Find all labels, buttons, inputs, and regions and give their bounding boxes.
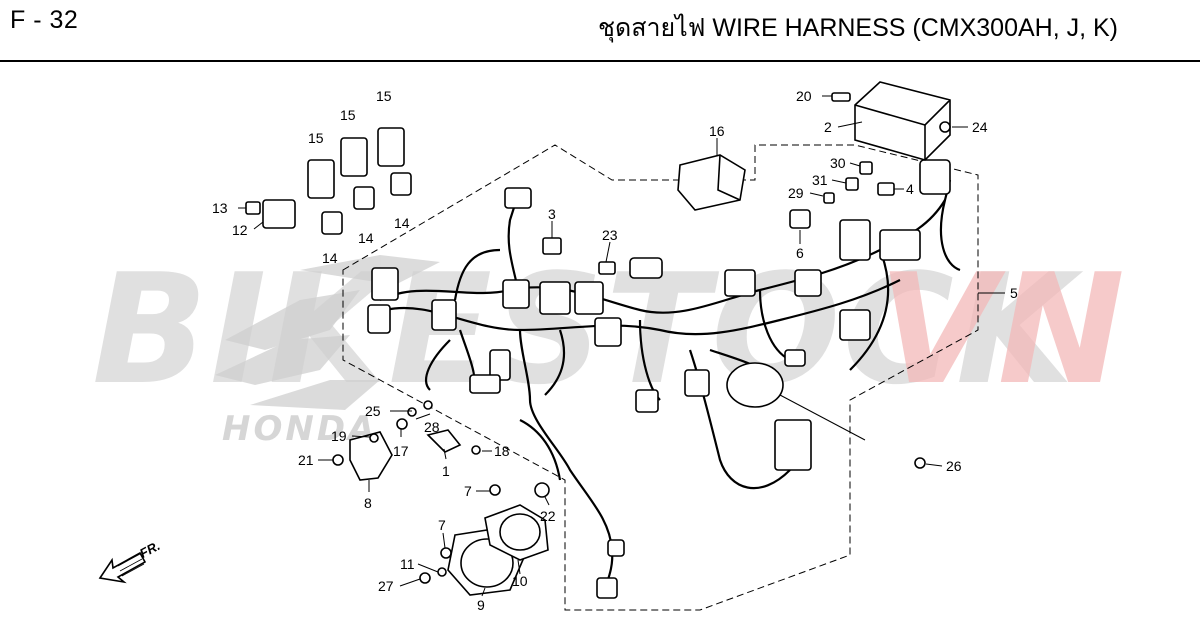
watermark-text-red: VN: [878, 241, 1127, 418]
callout-7-a: 7: [464, 483, 472, 499]
callout-1: 1: [442, 463, 450, 479]
page-code: F - 32: [10, 6, 79, 34]
callout-14-a: 14: [394, 215, 410, 231]
callout-15-a: 15: [376, 88, 392, 104]
callout-26: 26: [946, 458, 962, 474]
callout-10: 10: [512, 573, 528, 589]
callout-16: 16: [709, 123, 725, 139]
callout-4: 4: [906, 181, 914, 197]
callout-18: 18: [494, 443, 510, 459]
callout-15-c: 15: [308, 130, 324, 146]
callout-9: 9: [477, 597, 485, 613]
callout-numbers: 20 2 24 16 30 31 29 4 3 23 6 5 15 15 15 …: [212, 88, 1018, 613]
callout-7-b: 7: [438, 517, 446, 533]
callout-13: 13: [212, 200, 228, 216]
control-unit: [831, 81, 951, 161]
leader-lines: [238, 95, 1005, 597]
callout-20: 20: [796, 88, 812, 104]
callout-29: 29: [788, 185, 804, 201]
callout-2: 2: [824, 119, 832, 135]
watermark: HONDA BIKESTOCK VN: [92, 241, 1127, 449]
header-divider: [0, 60, 1200, 62]
callout-23: 23: [602, 227, 618, 243]
callout-19: 19: [331, 428, 347, 444]
callout-8: 8: [364, 495, 372, 511]
callout-24: 24: [972, 119, 988, 135]
callout-5: 5: [1010, 285, 1018, 301]
connector-16: [677, 154, 746, 211]
page-title: ชุดสายไฟ WIRE HARNESS (CMX300AH, J, K): [598, 14, 1118, 42]
callout-3: 3: [548, 206, 556, 222]
front-direction-indicator: FR.: [98, 538, 162, 584]
harness-connectors: [367, 159, 951, 599]
callout-27: 27: [378, 578, 394, 594]
relays: [245, 127, 895, 275]
callout-12: 12: [232, 222, 248, 238]
callout-25: 25: [365, 403, 381, 419]
watermark-text-gray: BIKESTOCK: [92, 241, 1084, 418]
callout-21: 21: [298, 452, 314, 468]
callout-14-b: 14: [358, 230, 374, 246]
callout-15-b: 15: [340, 107, 356, 123]
arrow-left-down-icon: [98, 551, 147, 584]
callout-30: 30: [830, 155, 846, 171]
callout-17: 17: [393, 443, 409, 459]
callout-11: 11: [400, 556, 415, 572]
assembly-outline: [342, 144, 979, 611]
watermark-brand: HONDA: [222, 409, 377, 449]
callout-14-c: 14: [322, 250, 338, 266]
callout-22: 22: [540, 508, 556, 524]
callout-6: 6: [796, 245, 804, 261]
callout-28: 28: [424, 419, 440, 435]
honda-wing-logo: [215, 255, 440, 410]
bracket-assemblies: [332, 400, 926, 596]
callout-31: 31: [812, 172, 828, 188]
